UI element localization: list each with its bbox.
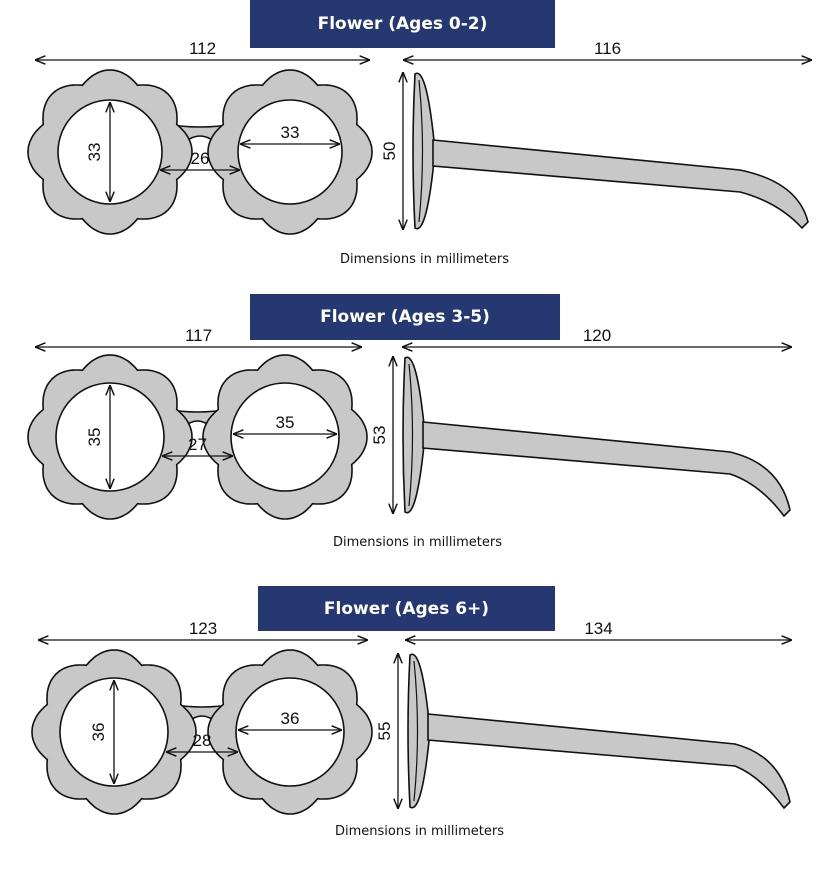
size-section-ages-3-5: Flower (Ages 3-5) 117 35 35 27 120 53 Dimensi…: [0, 294, 840, 584]
side-frame-front: [407, 653, 431, 809]
temple-length-value: 116: [594, 39, 621, 58]
size-section-ages-0-2: Flower (Ages 0-2) 112 33 33 26 116 50 Dimensi…: [0, 0, 840, 290]
temple-arm: [427, 713, 791, 810]
bridge-width-value: 26: [191, 149, 210, 168]
frame-height-value: 50: [380, 142, 399, 161]
lens-height-value: 33: [85, 143, 104, 162]
right-lens: [237, 99, 343, 205]
bridge-width-value: 28: [193, 731, 212, 750]
right-lens: [230, 382, 340, 492]
lens-width-value: 36: [281, 709, 300, 728]
lens-height-value: 36: [89, 723, 108, 742]
units-caption: Dimensions in millimeters: [340, 252, 509, 267]
units-caption: Dimensions in millimeters: [335, 824, 504, 839]
size-title-banner: Flower (Ages 3-5): [250, 294, 560, 340]
frame-height-value: 55: [375, 722, 394, 741]
lens-width-value: 35: [276, 413, 295, 432]
frame-height-value: 53: [370, 426, 389, 445]
temple-length-value: 134: [584, 619, 612, 638]
size-title: Flower (Ages 0-2): [317, 14, 488, 34]
side-lens-edge: [413, 660, 419, 802]
glasses-diagram: 123 36 36 28 134 55: [31, 619, 792, 815]
lens-height-value: 35: [85, 428, 104, 447]
side-frame-front: [412, 72, 436, 230]
side-frame-front: [402, 356, 426, 514]
side-lens-edge: [408, 363, 414, 507]
temple-length-value: 120: [583, 326, 611, 345]
temple-arm: [422, 421, 791, 518]
temple-arm: [432, 139, 809, 230]
bridge-width-value: 27: [188, 435, 207, 454]
front-width-value: 123: [189, 619, 217, 638]
units-caption: Dimensions in millimeters: [333, 535, 502, 550]
lens-width-value: 33: [281, 123, 300, 142]
size-title-banner: Flower (Ages 0-2): [250, 0, 555, 48]
size-title: Flower (Ages 3-5): [320, 307, 490, 327]
glasses-diagram: 117 35 35 27 120 53: [27, 326, 792, 520]
glasses-diagram: 112 33 33 26 116 50: [27, 39, 812, 235]
front-width-value: 112: [189, 39, 216, 58]
size-title: Flower (Ages 6+): [323, 598, 490, 619]
front-width-value: 117: [185, 326, 212, 345]
side-lens-edge: [418, 79, 424, 223]
right-lens: [235, 677, 345, 787]
size-title-banner: Flower (Ages 6+): [258, 586, 555, 631]
size-section-ages-6-plus: Flower (Ages 6+) 123 36 36 28 134 55 Dimensio…: [0, 586, 840, 876]
